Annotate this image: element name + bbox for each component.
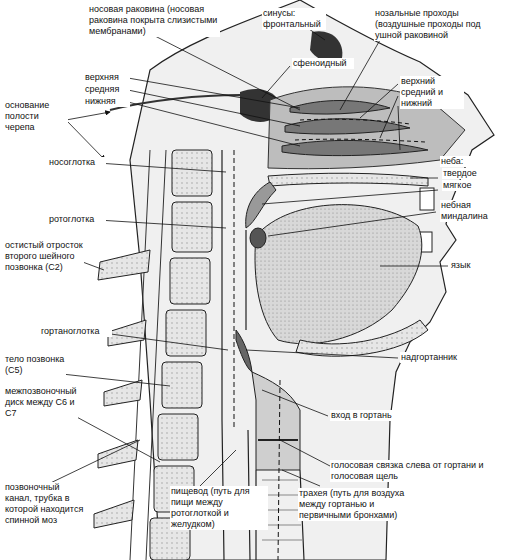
part-label: тело позвонка (C5) (4, 354, 66, 376)
part-label: основание полости черепа (4, 100, 68, 133)
part-label: пищевод (путь для пищи между ротоглоткой… (170, 486, 268, 530)
part-label: неба: (440, 156, 482, 167)
part-label: носовая раковина (носовая раковина покры… (88, 4, 220, 37)
part-label: сфеноидный (292, 58, 354, 69)
part-label: твердое (442, 168, 494, 179)
part-label: средняя (84, 84, 130, 95)
part-label: верхний средний и нижний (400, 76, 464, 109)
part-label: ротоглотка (48, 214, 106, 225)
part-label: синусы: фронтальный (262, 8, 326, 30)
part-label: остистый отросток второго шейного позвон… (4, 240, 84, 273)
part-label: нозальные проходы (воздушные проходы под… (374, 8, 508, 41)
part-label: голосовая связка слева от гортани и голо… (330, 460, 508, 482)
part-label: надгортанник (400, 352, 482, 363)
part-label: трахея (путь для воздуха между гортанью … (298, 488, 412, 521)
part-label: нижняя (84, 96, 130, 107)
part-label: носоглотка (48, 157, 106, 168)
part-label: верхняя (84, 72, 130, 83)
part-label: позвоночный канал, трубка в которой нахо… (4, 482, 86, 526)
part-label: гортаноглотка (40, 326, 112, 337)
part-label: межпозвоночный диск между C6 и C7 (4, 386, 78, 419)
part-label: мягкое (442, 180, 494, 191)
part-label: вход в гортань (330, 410, 412, 421)
part-label: язык (450, 260, 492, 271)
part-label: небная миндалина (440, 200, 502, 222)
